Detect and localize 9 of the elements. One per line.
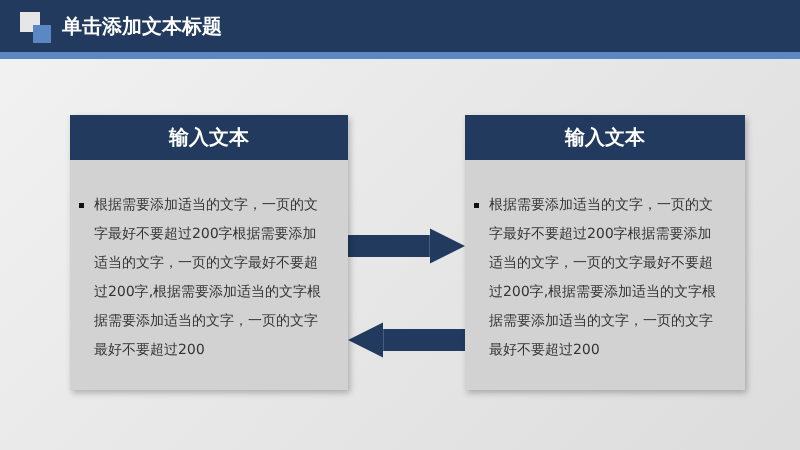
text-card <box>70 115 348 390</box>
text-card <box>465 115 745 390</box>
card-heading: 输入文本 <box>70 115 348 160</box>
card-body-text: 根据需要添加适当的文字，一页的文字最好不要超过200字根据需要添加适当的文字，一页的文字最好不要超过200字,根据需要添加适当的文字根据需要添加适当的文字，一页的文字最好不要超过200 <box>94 196 322 360</box>
slide-title: 单击添加文本标题 <box>62 13 222 40</box>
card-heading: 输入文本 <box>465 115 745 160</box>
card-body-text: 根据需要添加适当的文字，一页的文字最好不要超过200字根据需要添加适当的文字，一页的文字最好不要超过200字,根据需要添加适当的文字根据需要添加适当的文字，一页的文字最好不要超过200 <box>489 196 718 360</box>
block-arrow <box>348 322 465 358</box>
block-arrow <box>348 228 465 264</box>
